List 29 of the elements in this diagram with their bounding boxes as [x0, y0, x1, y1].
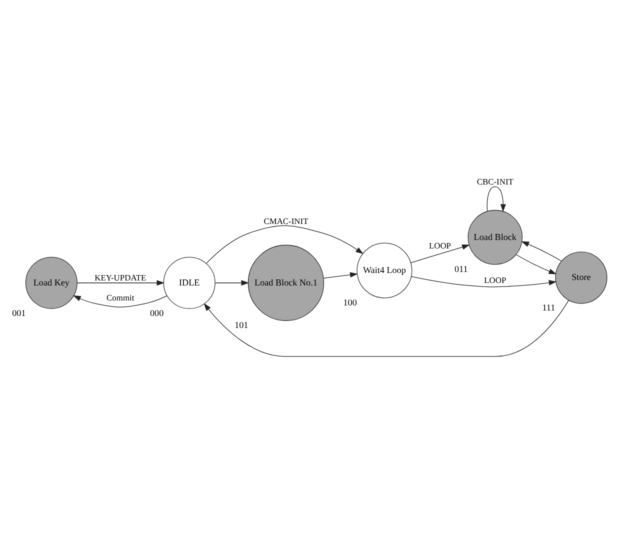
arrow	[73, 294, 168, 307]
node-circle: Wait4 Loop	[356, 242, 412, 298]
edge-label: KEY-UPDATE	[94, 272, 146, 282]
arrow	[521, 240, 562, 261]
arrow	[323, 272, 358, 278]
arrow	[204, 299, 570, 356]
edge-label: CBC-INIT	[476, 176, 514, 186]
node-circle: Load Block No.1	[248, 244, 324, 320]
edge-label: LOOP	[428, 240, 451, 250]
arrow	[206, 224, 364, 264]
node-label: 111	[542, 302, 556, 312]
arrow	[76, 280, 165, 286]
node-circle: Load Block	[468, 209, 523, 264]
arrow	[410, 244, 470, 262]
node-circle: Store	[555, 251, 608, 304]
arrow	[486, 186, 506, 212]
node-label: 011	[454, 263, 468, 274]
node-circle: Load Key	[25, 256, 78, 308]
edge-label: CMAC-INIT	[264, 215, 308, 226]
node-circle: IDLE	[163, 256, 216, 308]
node-label: 100	[343, 296, 357, 307]
arrow	[411, 276, 557, 287]
node-label: 001	[12, 307, 26, 318]
node-label: 101	[234, 319, 248, 330]
arrow	[214, 280, 250, 286]
arrow	[516, 254, 557, 274]
node-label: 000	[150, 307, 164, 318]
edge-label: Commit	[106, 292, 134, 302]
edge-label: LOOP	[484, 274, 506, 285]
